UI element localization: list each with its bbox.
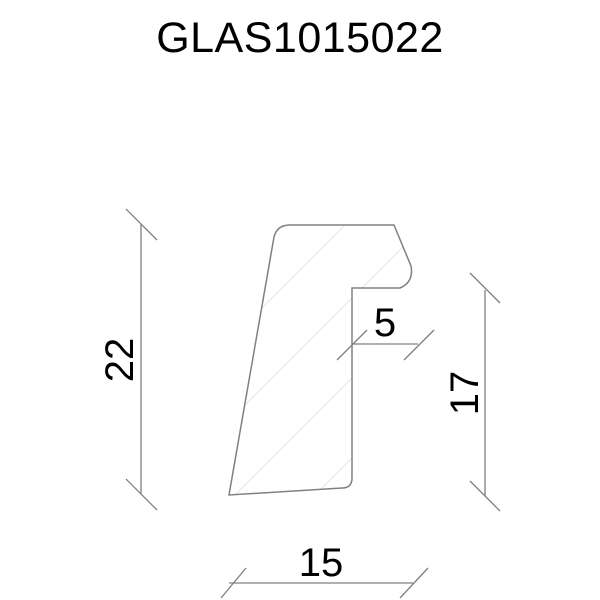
dimension-22 [125,208,158,511]
dimension-label-15: 15 [299,541,344,585]
dimension-label-17: 17 [443,371,487,416]
section-hatch [229,225,412,495]
dimension-17 [469,272,501,512]
profile-outline [228,224,413,496]
dimension-label-22: 22 [98,338,142,383]
dimension-label-5: 5 [374,301,396,345]
profile-code-title: GLAS1015022 [156,14,444,62]
dimension-5 [336,329,435,361]
dimension-15 [220,567,429,599]
